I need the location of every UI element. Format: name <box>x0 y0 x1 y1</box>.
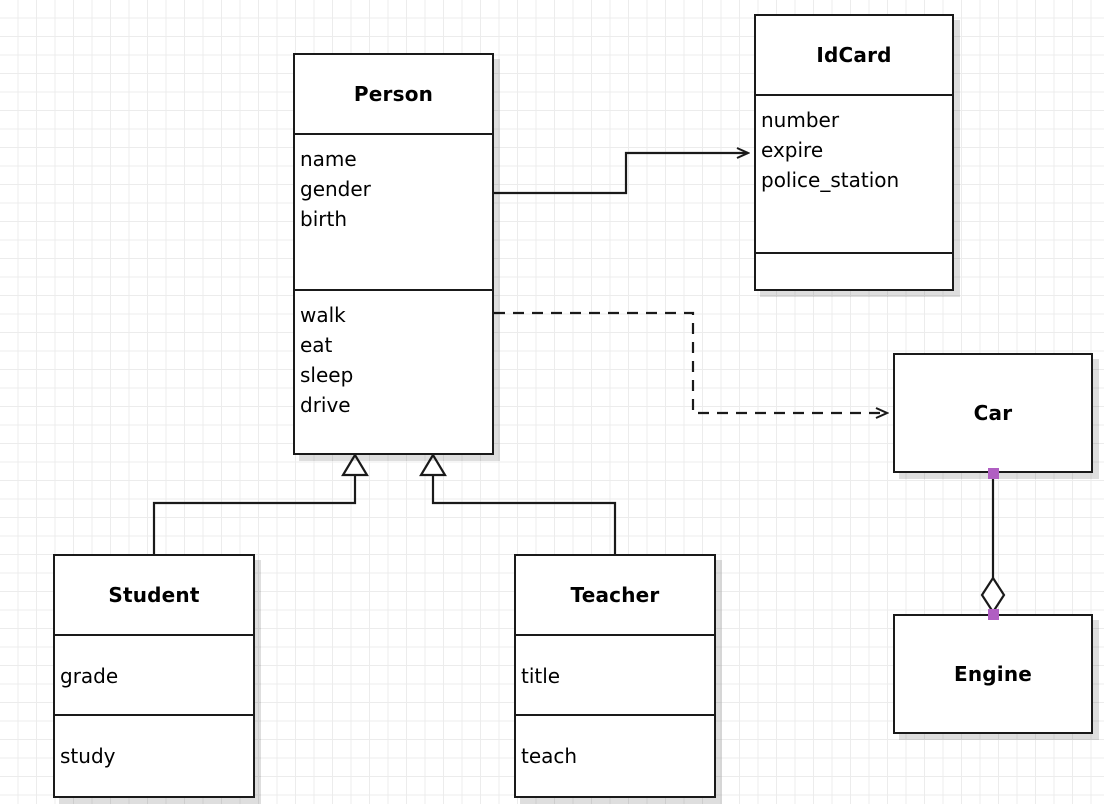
connection-handle-engine-top[interactable] <box>988 609 999 620</box>
operation-item: walk <box>300 303 346 327</box>
edge-person-idcard[interactable] <box>494 153 748 195</box>
attribute-item: police_station <box>761 168 900 192</box>
class-name-engine: Engine <box>953 662 1033 686</box>
attribute-item: gender <box>300 177 371 201</box>
generalization-triangle-student <box>341 452 369 477</box>
attributes-person: name gender birth <box>295 133 492 289</box>
attribute-item: birth <box>300 207 347 231</box>
class-box-teacher[interactable]: Teacher title teach <box>514 554 716 798</box>
operations-student: study <box>55 714 253 796</box>
class-box-person[interactable]: Person name gender birth walk eat sleep … <box>293 53 494 455</box>
class-name-teacher: Teacher <box>570 583 660 607</box>
class-box-idcard[interactable]: IdCard number expire police_station <box>754 14 954 291</box>
operations-person: walk eat sleep drive <box>295 289 492 453</box>
operations-teacher: teach <box>516 714 714 796</box>
class-name-idcard: IdCard <box>816 43 892 67</box>
operation-item: study <box>60 744 116 768</box>
operation-item: teach <box>521 744 578 768</box>
attributes-student: grade <box>55 634 253 714</box>
attribute-item: number <box>761 108 840 132</box>
class-name-car: Car <box>973 401 1013 425</box>
attribute-item: title <box>521 664 561 688</box>
edge-car-engine[interactable] <box>980 474 1006 615</box>
operation-item: sleep <box>300 363 354 387</box>
operations-idcard <box>756 252 952 289</box>
operation-item: drive <box>300 393 351 417</box>
generalization-triangle-teacher <box>419 452 447 477</box>
attributes-idcard: number expire police_station <box>756 94 952 252</box>
attribute-item: name <box>300 147 357 171</box>
edge-student-person[interactable] <box>152 452 369 556</box>
class-name-student: Student <box>108 583 200 607</box>
operation-item: eat <box>300 333 333 357</box>
class-box-student[interactable]: Student grade study <box>53 554 255 798</box>
edge-teacher-person[interactable] <box>419 452 617 556</box>
attribute-item: expire <box>761 138 824 162</box>
attribute-item: grade <box>60 664 119 688</box>
aggregation-diamond <box>980 575 1006 615</box>
class-box-car[interactable]: Car <box>893 353 1093 473</box>
edge-person-car[interactable] <box>494 311 887 413</box>
attributes-teacher: title <box>516 634 714 714</box>
connection-handle-car-bottom[interactable] <box>988 468 999 479</box>
class-name-person: Person <box>353 82 434 106</box>
class-box-engine[interactable]: Engine <box>893 614 1093 734</box>
